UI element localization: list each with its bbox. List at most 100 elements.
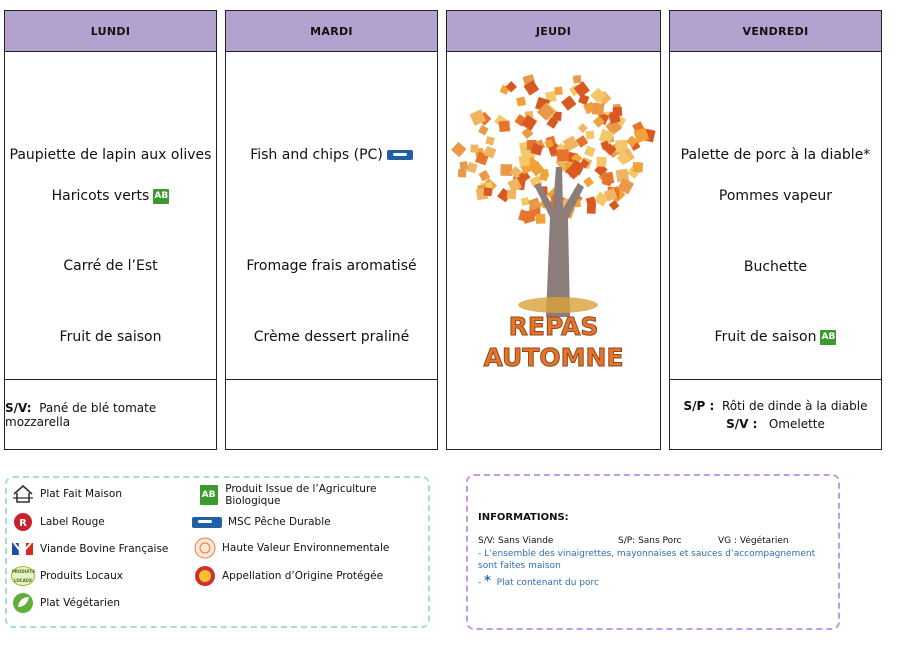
dish-dessert-label: Fruit de saison: [714, 329, 817, 345]
menu-body: Fish and chips (PC) Fromage frais aromat…: [226, 52, 437, 379]
dish-dessert: Crème dessert praliné: [253, 329, 410, 345]
legend-item: Appellation d’Origine Protégée: [193, 565, 383, 587]
autumn-leaf: [615, 139, 628, 153]
autumn-leaf: [500, 164, 513, 176]
legend-item: PRODUITS LOCAUX Produits Locaux: [11, 565, 123, 587]
legend-item: Haute Valeur Environnementale: [193, 537, 389, 559]
autumn-leaf: [617, 177, 635, 195]
autumn-leaf: [528, 197, 542, 211]
autumn-leaf: [516, 96, 527, 107]
autumn-leaf: [539, 171, 549, 182]
day-header: LUNDI: [5, 11, 216, 52]
autumn-leaf: [506, 189, 517, 200]
autumn-leaf: [601, 171, 615, 185]
autumn-leaf: [483, 187, 493, 197]
aop-icon: [193, 565, 217, 587]
autumn-leaf: [608, 111, 621, 124]
legend-item: R Label Rouge: [11, 511, 105, 533]
menu-body: Palette de porc à la diable* Pommes vape…: [670, 52, 881, 379]
leaf-icon: [11, 592, 35, 614]
autumn-leaf: [575, 135, 589, 148]
autumn-leaf: [596, 156, 607, 167]
autumn-leaf: [583, 176, 594, 188]
autumn-leaf: [562, 135, 579, 152]
autumn-leaf: [544, 90, 557, 103]
legend-label: Produit Issue de l’Agriculture Biologiqu…: [225, 483, 377, 507]
legend-label: Plat Végétarien: [40, 597, 120, 609]
autumn-leaf: [633, 127, 650, 144]
alternative-box: S/P : Rôti de dinde à la diable S/V : Om…: [670, 379, 881, 449]
day-column-jeudi: JEUDI REPAS AUTOMNE: [446, 10, 661, 450]
info-title: INFORMATIONS:: [478, 512, 569, 523]
autumn-leaf: [535, 213, 546, 224]
day-header: VENDREDI: [670, 11, 881, 52]
autumn-leaf: [590, 87, 606, 104]
dish-cheese: Fromage frais aromatisé: [246, 258, 417, 274]
autumn-leaf: [556, 149, 569, 162]
day-column-mardi: MARDI Fish and chips (PC) Fromage frais …: [225, 10, 438, 450]
alt-line: S/V: Pané de blé tomate mozzarella: [5, 401, 216, 429]
repas-automne-title: REPAS AUTOMNE: [483, 312, 624, 373]
autumn-leaf: [509, 166, 523, 179]
informations-box: INFORMATIONS: S/V: Sans Viande S/P: Sans…: [466, 474, 840, 630]
star-icon: *: [484, 574, 491, 589]
autumn-leaf: [498, 120, 511, 133]
autumn-leaf: [483, 145, 497, 159]
autumn-leaf: [507, 177, 522, 193]
autumn-leaf: [572, 75, 582, 84]
legend-item: Viande Bovine Française: [11, 538, 168, 560]
autumn-leaf: [457, 168, 467, 178]
autumn-leaf: [520, 197, 530, 206]
autumn-leaf: [485, 136, 495, 146]
autumn-leaf: [518, 155, 531, 167]
info-sp: S/P: Sans Porc: [618, 536, 682, 546]
legend-label: Appellation d’Origine Protégée: [222, 570, 384, 582]
produits-locaux-text: PRODUITS LOCAUX: [11, 566, 35, 586]
alt-label: S/V:: [5, 400, 32, 415]
dish-main: Palette de porc à la diable*: [680, 147, 871, 163]
alt-text: Omelette: [768, 416, 825, 431]
dish-main: Fish and chips (PC): [226, 147, 437, 163]
autumn-leaf: [603, 187, 618, 202]
day-column-vendredi: VENDREDI Palette de porc à la diable* Po…: [669, 10, 882, 450]
info-note-porc: - * Plat contenant du porc: [478, 574, 599, 589]
dish-main-label: Fish and chips (PC): [250, 147, 383, 163]
autumn-leaf: [573, 81, 590, 98]
autumn-leaf: [561, 95, 577, 111]
autumn-leaf: [536, 102, 555, 121]
autumn-leaf: [521, 209, 536, 224]
legend-label: MSC Pêche Durable: [228, 516, 331, 528]
autumn-leaf: [544, 139, 554, 149]
viande-bovine-icon: [11, 538, 35, 560]
info-note-porc-text: Plat contenant du porc: [496, 578, 599, 588]
autumn-leaf: [598, 128, 614, 145]
msc-icon: [191, 511, 223, 533]
legend-label: Viande Bovine Française: [40, 543, 169, 555]
alt-label: S/P :: [683, 398, 715, 413]
legend-item: AB Produit Issue de l’Agriculture Biolog…: [197, 483, 428, 507]
autumn-leaf: [615, 168, 630, 183]
alt-text: Rôti de dinde à la diable: [721, 398, 868, 413]
ab-icon: AB: [820, 329, 837, 345]
autumn-leaf: [478, 169, 491, 182]
autumn-leaf: [530, 143, 544, 156]
autumn-leaf: [505, 81, 517, 93]
ab-icon-text: AB: [199, 485, 218, 505]
autumn-leaf: [584, 145, 596, 158]
day-header: JEUDI: [447, 11, 660, 52]
autumn-leaf: [600, 140, 610, 150]
dish-cheese: Carré de l’Est: [63, 258, 158, 274]
legend-item: Plat Végétarien: [11, 592, 120, 614]
alternative-box: [226, 379, 437, 449]
autumn-leaf: [626, 135, 639, 148]
autumn-leaf: [523, 80, 540, 96]
dish-side-label: Haricots verts: [51, 188, 150, 204]
legend-label: Haute Valeur Environnementale: [222, 542, 390, 554]
ab-icon: AB: [153, 188, 170, 204]
autumn-leaf: [586, 204, 596, 214]
legend-label: Label Rouge: [40, 516, 105, 528]
alt-line: S/P : Rôti de dinde à la diable: [684, 399, 868, 413]
menu-body: Paupiette de lapin aux olives Haricots v…: [5, 52, 216, 379]
